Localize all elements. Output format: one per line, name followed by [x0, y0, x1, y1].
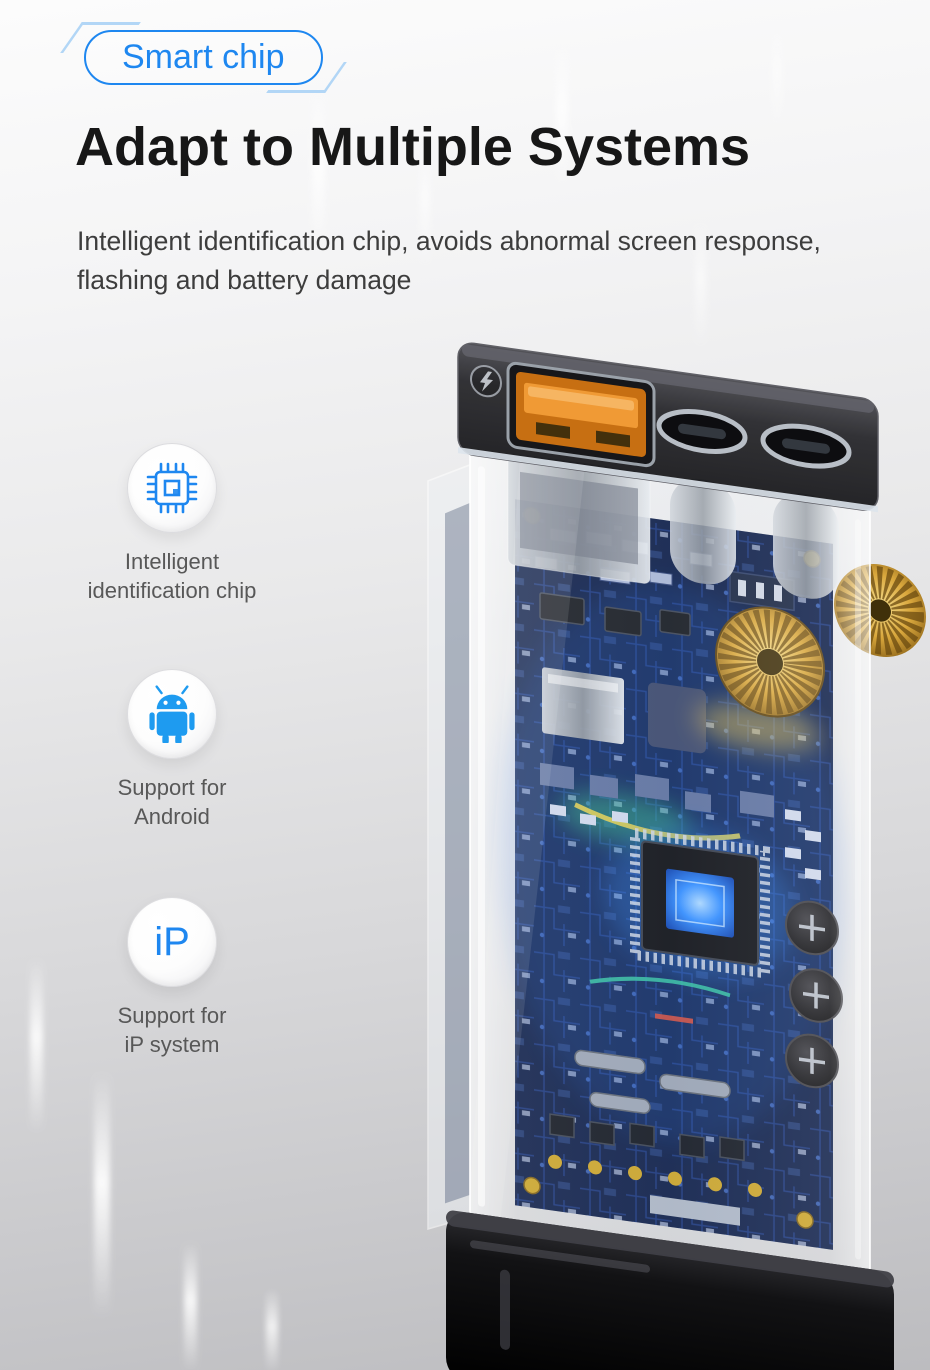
light-streak [556, 46, 568, 186]
android-icon [127, 669, 217, 759]
light-streak [312, 88, 325, 253]
light-streak [184, 1242, 197, 1370]
light-streak [420, 142, 430, 267]
feature-label: Support for iP system [117, 1003, 227, 1058]
charger-body-glass [468, 448, 871, 1278]
light-streak [266, 1288, 278, 1370]
feature-android: Support for Android [107, 669, 237, 831]
page-title: Adapt to Multiple Systems [75, 117, 751, 177]
smart-chip-badge: Smart chip [84, 30, 323, 86]
feature-intelligent-chip: Intelligent identification chip [87, 443, 257, 605]
light-streak [772, 28, 782, 128]
light-streak [695, 222, 706, 347]
page-subtitle: Intelligent identification chip, avoids … [77, 226, 821, 296]
charger-cap [457, 342, 879, 513]
badge-label: Smart chip [122, 38, 285, 76]
usb-c-port-2 [760, 423, 852, 469]
light-streak [30, 958, 43, 1133]
charger-product-image [427, 342, 926, 1370]
charger-side-face [427, 463, 471, 1230]
feature-label: Intelligent identification chip [87, 549, 257, 604]
quick-charge-icon [470, 364, 502, 398]
usb-c-port-1 [656, 409, 748, 454]
usb-a-port [506, 361, 656, 468]
light-streak [94, 1072, 110, 1317]
ip-icon: iP [127, 897, 217, 987]
chip-icon [127, 443, 217, 533]
ip-icon-text: iP [154, 919, 190, 964]
charger-base [446, 1210, 894, 1370]
feature-ip-system: iP Support for iP system [107, 897, 237, 1059]
feature-label: Support for Android [117, 775, 227, 830]
